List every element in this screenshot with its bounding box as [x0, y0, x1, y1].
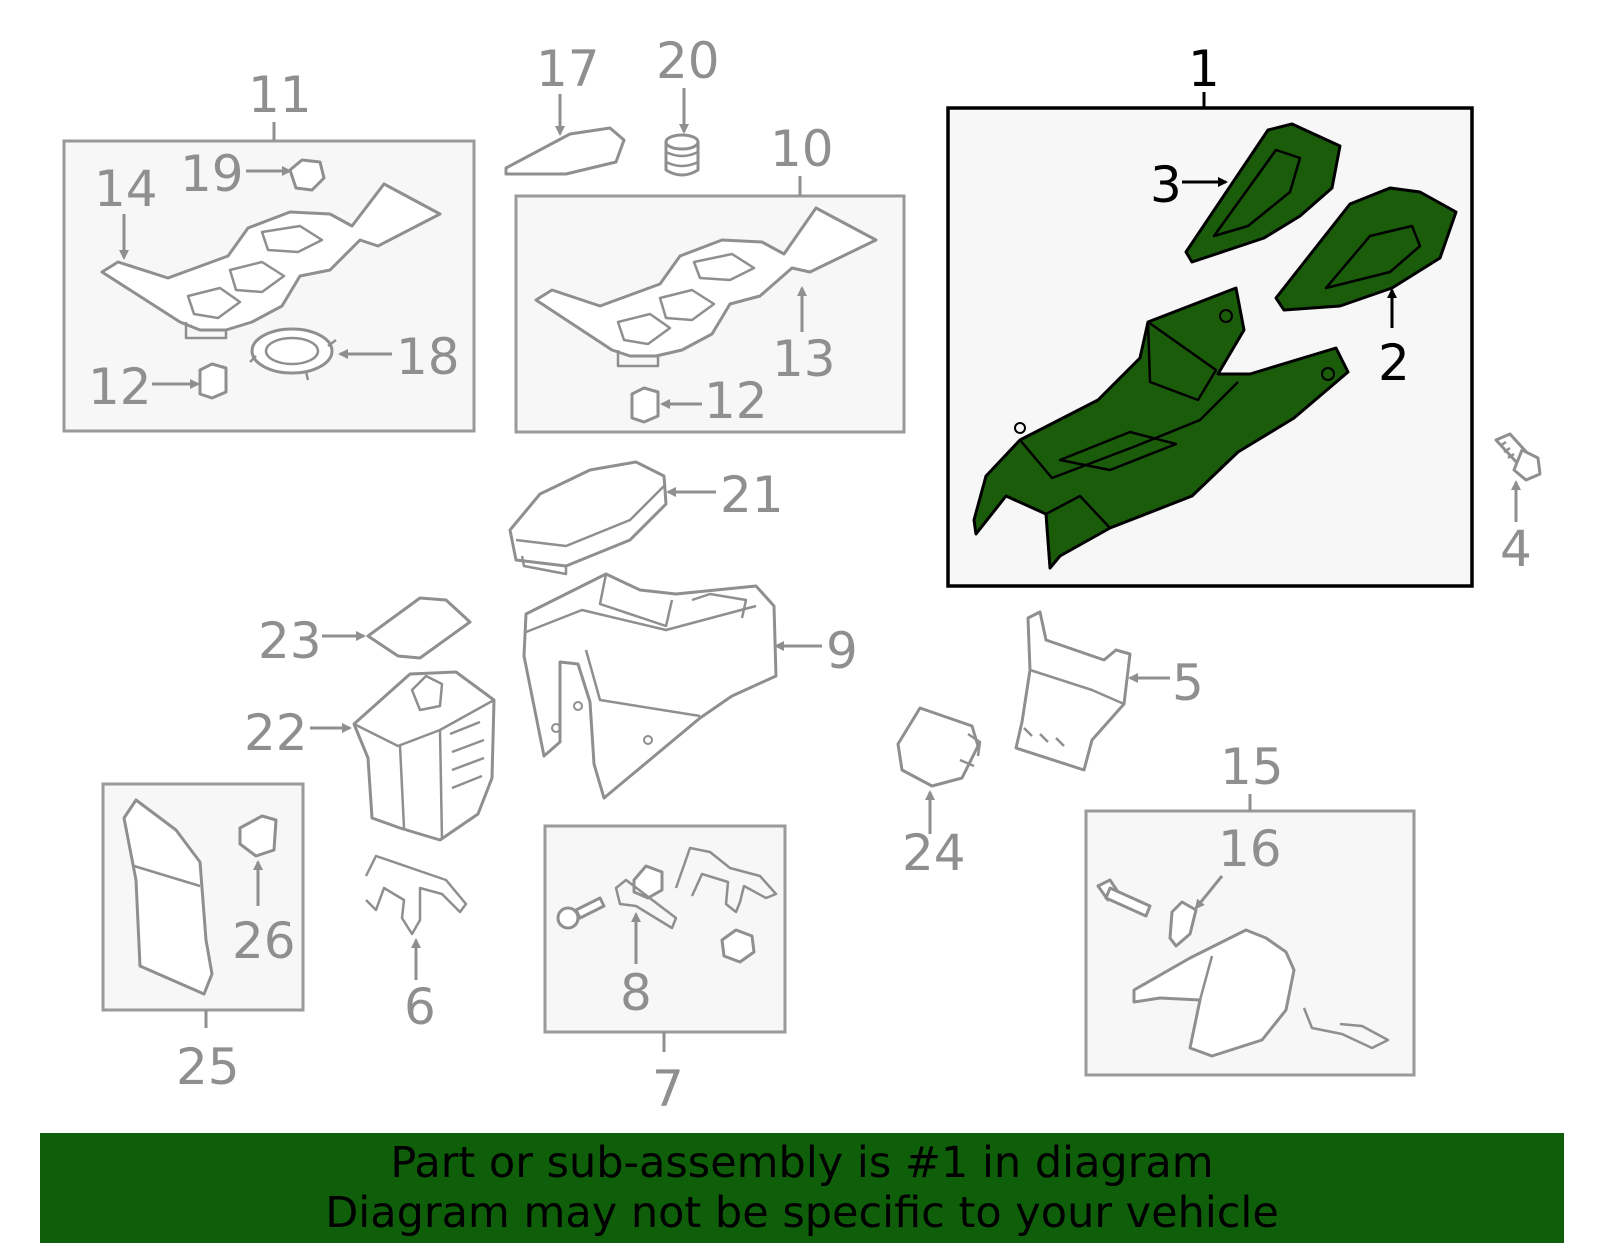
callout-2[interactable]: 2	[1378, 334, 1410, 392]
ring-18	[249, 327, 337, 381]
bracket-7	[674, 846, 778, 914]
bolt-15	[1096, 878, 1152, 918]
bracket-15	[1132, 928, 1296, 1058]
callout-6[interactable]: 6	[404, 978, 436, 1036]
callout-15[interactable]: 15	[1220, 738, 1284, 796]
strip-8	[614, 878, 678, 930]
callout-3[interactable]: 3	[1150, 156, 1182, 214]
callout-12-b[interactable]: 12	[704, 372, 768, 430]
clip-12-b	[630, 386, 660, 424]
nut-7-b	[720, 928, 756, 964]
armrest-lid-21	[508, 460, 668, 576]
callout-11[interactable]: 11	[248, 66, 312, 124]
bracket-5	[1014, 610, 1132, 772]
trim-panel-25	[122, 798, 214, 996]
bolt-4	[1494, 432, 1542, 482]
part-17-and-20: 17 20	[504, 32, 720, 177]
callout-23[interactable]: 23	[258, 612, 322, 670]
callout-16[interactable]: 16	[1218, 820, 1282, 878]
callout-18[interactable]: 18	[396, 328, 460, 386]
side-cover-2	[1274, 186, 1458, 312]
screw-7	[556, 896, 606, 930]
callout-10[interactable]: 10	[770, 120, 834, 178]
banner-line-1: Part or sub-assembly is #1 in diagram	[390, 1138, 1214, 1188]
callout-5[interactable]: 5	[1172, 654, 1204, 712]
clip-15-small	[1302, 1007, 1390, 1050]
callout-21[interactable]: 21	[720, 466, 784, 524]
console-body-1	[972, 286, 1350, 570]
group-box-7	[543, 824, 787, 1034]
clip-16	[1168, 900, 1198, 948]
callout-13[interactable]: 13	[772, 330, 836, 388]
side-cover-3	[1184, 122, 1342, 264]
callout-19[interactable]: 19	[180, 145, 244, 203]
module-24	[896, 706, 982, 788]
callout-1[interactable]: 1	[1188, 40, 1220, 98]
storage-bin-22	[352, 670, 496, 842]
part-group-10: 10 13 12	[514, 120, 906, 434]
callout-17[interactable]: 17	[536, 40, 600, 98]
part-group-1: 1 3 2	[946, 40, 1474, 588]
callout-12-a[interactable]: 12	[88, 358, 152, 416]
console-top-panel-14	[100, 182, 442, 340]
callout-20[interactable]: 20	[656, 32, 720, 90]
part-group-11: 11 14 19 18 12	[62, 66, 476, 433]
clip-26	[238, 814, 278, 858]
callout-26[interactable]: 26	[232, 912, 296, 970]
bracket-6	[364, 854, 468, 936]
callout-4[interactable]: 4	[1500, 520, 1532, 578]
trim-17	[504, 126, 626, 176]
callout-22[interactable]: 22	[244, 704, 308, 762]
callout-8[interactable]: 8	[620, 964, 652, 1022]
callout-24[interactable]: 24	[902, 824, 966, 882]
disclaimer-banner: Part or sub-assembly is #1 in diagram Di…	[40, 1133, 1564, 1243]
pad-23	[366, 596, 472, 660]
part-group-15: 15 16	[1084, 738, 1416, 1077]
callout-14[interactable]: 14	[94, 160, 158, 218]
part-group-25: 26 25	[101, 782, 305, 1096]
console-base-9	[522, 572, 778, 800]
callout-25[interactable]: 25	[176, 1038, 240, 1096]
callout-9[interactable]: 9	[826, 622, 858, 680]
part-group-7: 8 7	[543, 824, 787, 1118]
clip-12-a	[198, 362, 228, 400]
callout-7[interactable]: 7	[652, 1060, 684, 1118]
console-top-panel-13	[534, 206, 878, 368]
cap-20	[664, 133, 700, 177]
clip-19	[288, 158, 326, 192]
banner-line-2: Diagram may not be specific to your vehi…	[325, 1188, 1279, 1238]
